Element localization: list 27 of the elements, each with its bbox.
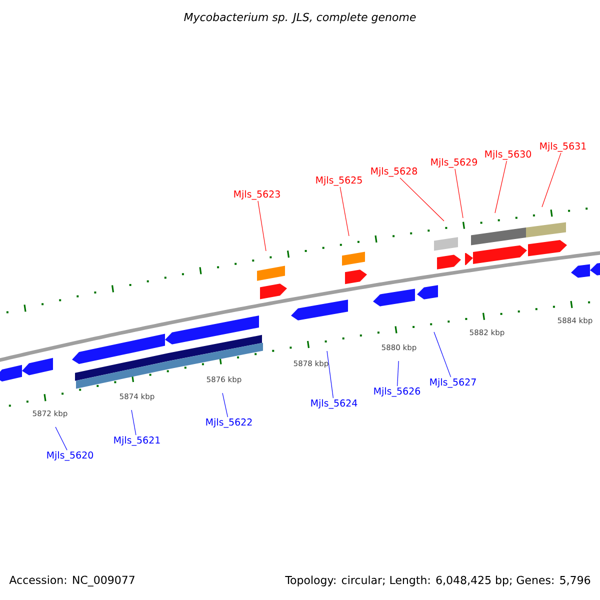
gene-label: Mjls_5628 (371, 167, 418, 177)
genome-info-text: Topology: circular; Length: 6,048,425 bp; Genes: 5,796 (285, 576, 590, 586)
gene-label: Mjls_5630 (485, 150, 532, 160)
leader-line (454, 168, 464, 218)
gene-label: Mjls_5620 (47, 451, 94, 461)
gene-label: Mjls_5623 (234, 190, 280, 200)
gene-label: Mjls_5621 (114, 436, 160, 446)
gene-label: Mjls_5625 (316, 176, 362, 186)
leader-line (434, 332, 452, 378)
gene-label: Mjls_5629 (431, 158, 478, 168)
gene-label: Mjls_5622 (206, 418, 252, 428)
leader-line (131, 410, 136, 436)
leader-line (340, 186, 350, 236)
gene-label: Mjls_5627 (430, 378, 476, 388)
leader-line (542, 152, 562, 208)
title: Mycobacterium sp. JLS, complete genome (184, 12, 416, 24)
leader-line (55, 426, 68, 450)
gene-label: Mjls_5624 (311, 399, 358, 409)
leader-line (258, 200, 266, 252)
leader-line (326, 350, 334, 398)
leader-line (222, 392, 228, 418)
gene-label: Mjls_5626 (374, 387, 420, 397)
gene-label: Mjls_5631 (540, 142, 586, 152)
leader-line (494, 160, 507, 214)
leader-line (397, 360, 399, 386)
accession-text: Accession: NC_009077 (9, 576, 134, 586)
leader-line (400, 178, 444, 222)
